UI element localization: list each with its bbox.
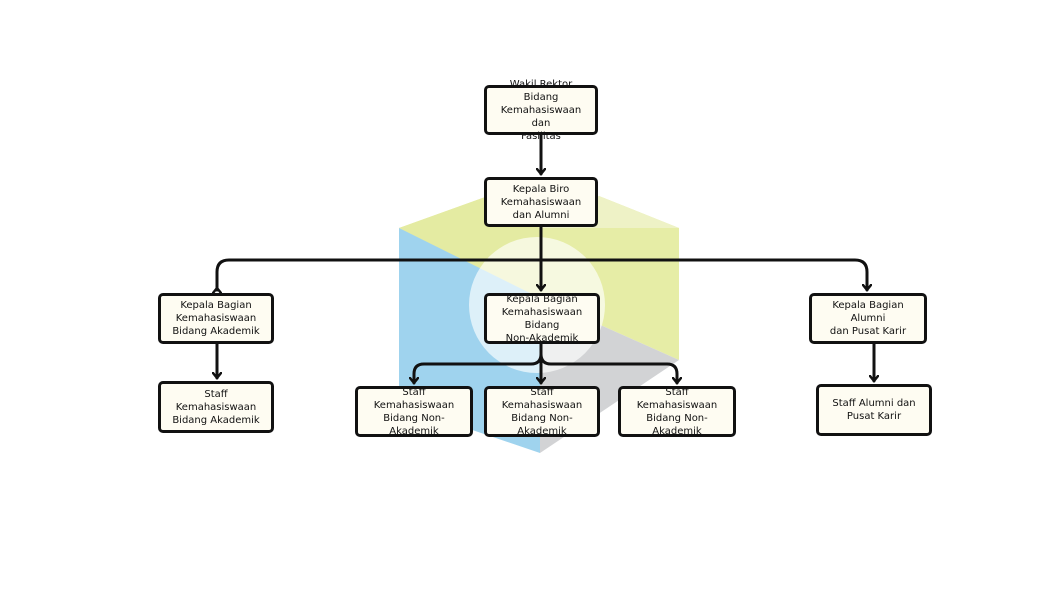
node-staff-non-akademik-3: Staff Kemahasiswaan Bidang Non-Akademik [618,386,736,437]
node-staff-alumni: Staff Alumni dan Pusat Karir [816,384,932,436]
node-staff-akademik: Staff Kemahasiswaan Bidang Akademik [158,381,274,433]
node-kabag-akademik: Kepala Bagian Kemahasiswaan Bidang Akade… [158,293,274,344]
node-wakil-rektor: Wakil Rektor Bidang Kemahasiswaan dan Fa… [484,79,598,142]
node-staff-non-akademik-1: Staff Kemahasiswaan Bidang Non-Akademik [355,386,473,437]
node-staff-non-akademik-2: Staff Kemahasiswaan Bidang Non-Akademik [484,386,600,437]
node-kabag-non-akademik: Kepala Bagian Kemahasiswaan Bidang Non-A… [484,293,600,344]
connectors [217,132,874,385]
node-kepala-biro: Kepala Biro Kemahasiswaan dan Alumni [484,177,598,227]
node-kabag-alumni: Kepala Bagian Alumni dan Pusat Karir [809,293,927,344]
